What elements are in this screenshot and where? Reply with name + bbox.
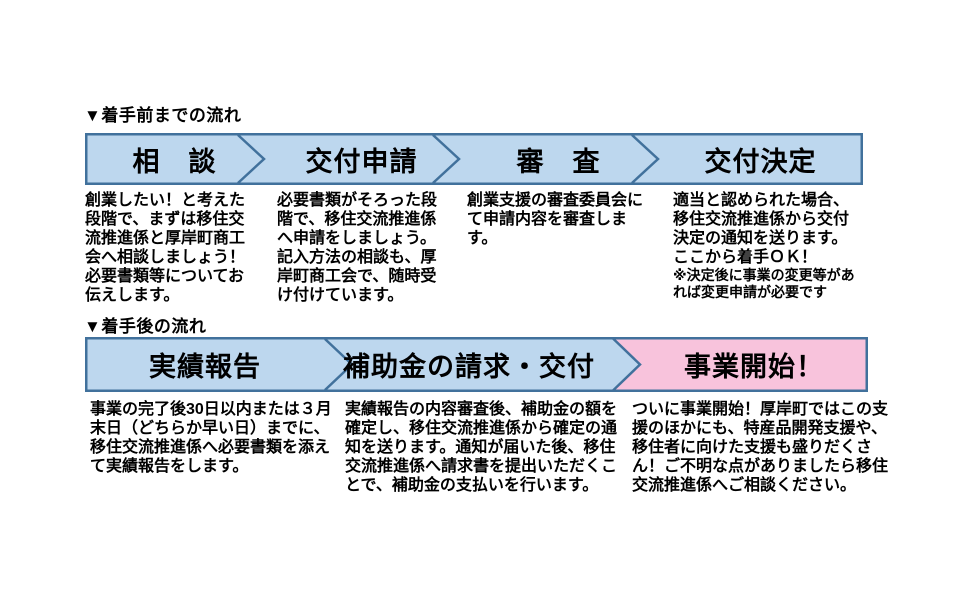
flow-band-shape <box>85 337 868 392</box>
flow-step-subsidy-claim-payment: 補助金の請求・交付 <box>343 352 595 382</box>
step-description-performance-report: 事業の完了後30日以内または３月末日（どちらか早い日）までに、移住交流推進係へ必… <box>90 401 332 475</box>
step-description-grant-application: 必要書類がそろった段階で、移住交流推進係へ申請をしましょう。記入方法の相談も、厚… <box>277 192 438 304</box>
step-description-screening: 創業支援の審査委員会にて申請内容を審査します。 <box>467 192 644 247</box>
section1-heading: ▼着手前までの流れ <box>84 106 242 125</box>
step-description-text: 適当と認められた場合、移住交流推進係から交付決定の通知を送ります。ここから着手Ｏ… <box>673 192 850 266</box>
chevron-divider-icon <box>324 338 354 391</box>
step-description-grant-decision: 適当と認められた場合、移住交流推進係から交付決定の通知を送ります。ここから着手Ｏ… <box>673 191 860 301</box>
flow-step-grant-decision: 交付決定 <box>704 146 817 177</box>
pink-segment-background <box>613 338 866 391</box>
step-description-subsidy-claim-payment: 実績報告の内容審査後、補助金の額を確定し、移住交流推進係から確定の通知を送ります… <box>345 401 618 494</box>
section2-heading: ▼着手後の流れ <box>84 317 207 336</box>
step-description-note: ※決定後に事業の変更等があれば変更申請が必要です <box>673 267 855 300</box>
step-description-business-start: ついに事業開始！厚岸町ではこの支援のほかにも、特産品開発支援や、移住者に向けた支… <box>632 401 889 494</box>
flow-step-consultation: 相 談 <box>132 146 217 177</box>
arrow-point-icon <box>612 337 642 392</box>
band-background <box>85 133 863 185</box>
flow-step-screening: 審 査 <box>516 146 601 177</box>
flow-band-before-start: 相 談 交付申請 審 査 交付決定 <box>85 133 863 185</box>
flow-band-after-start: 実績報告 補助金の請求・交付 事業開始！ <box>85 337 868 392</box>
chevron-divider-icon <box>432 134 461 184</box>
chevron-divider-icon <box>237 134 266 184</box>
flow-band-shape <box>85 133 863 185</box>
chevron-divider-icon <box>631 134 660 184</box>
flow-step-performance-report: 実績報告 <box>149 352 261 382</box>
step-description-consultation: 創業したい！と考えた段階で、まずは移住交流推進係と厚岸町商工会へ相談しましょう！… <box>85 192 246 304</box>
flow-step-business-start: 事業開始！ <box>684 352 824 382</box>
flow-step-grant-application: 交付申請 <box>305 146 418 177</box>
band-border <box>85 337 868 392</box>
